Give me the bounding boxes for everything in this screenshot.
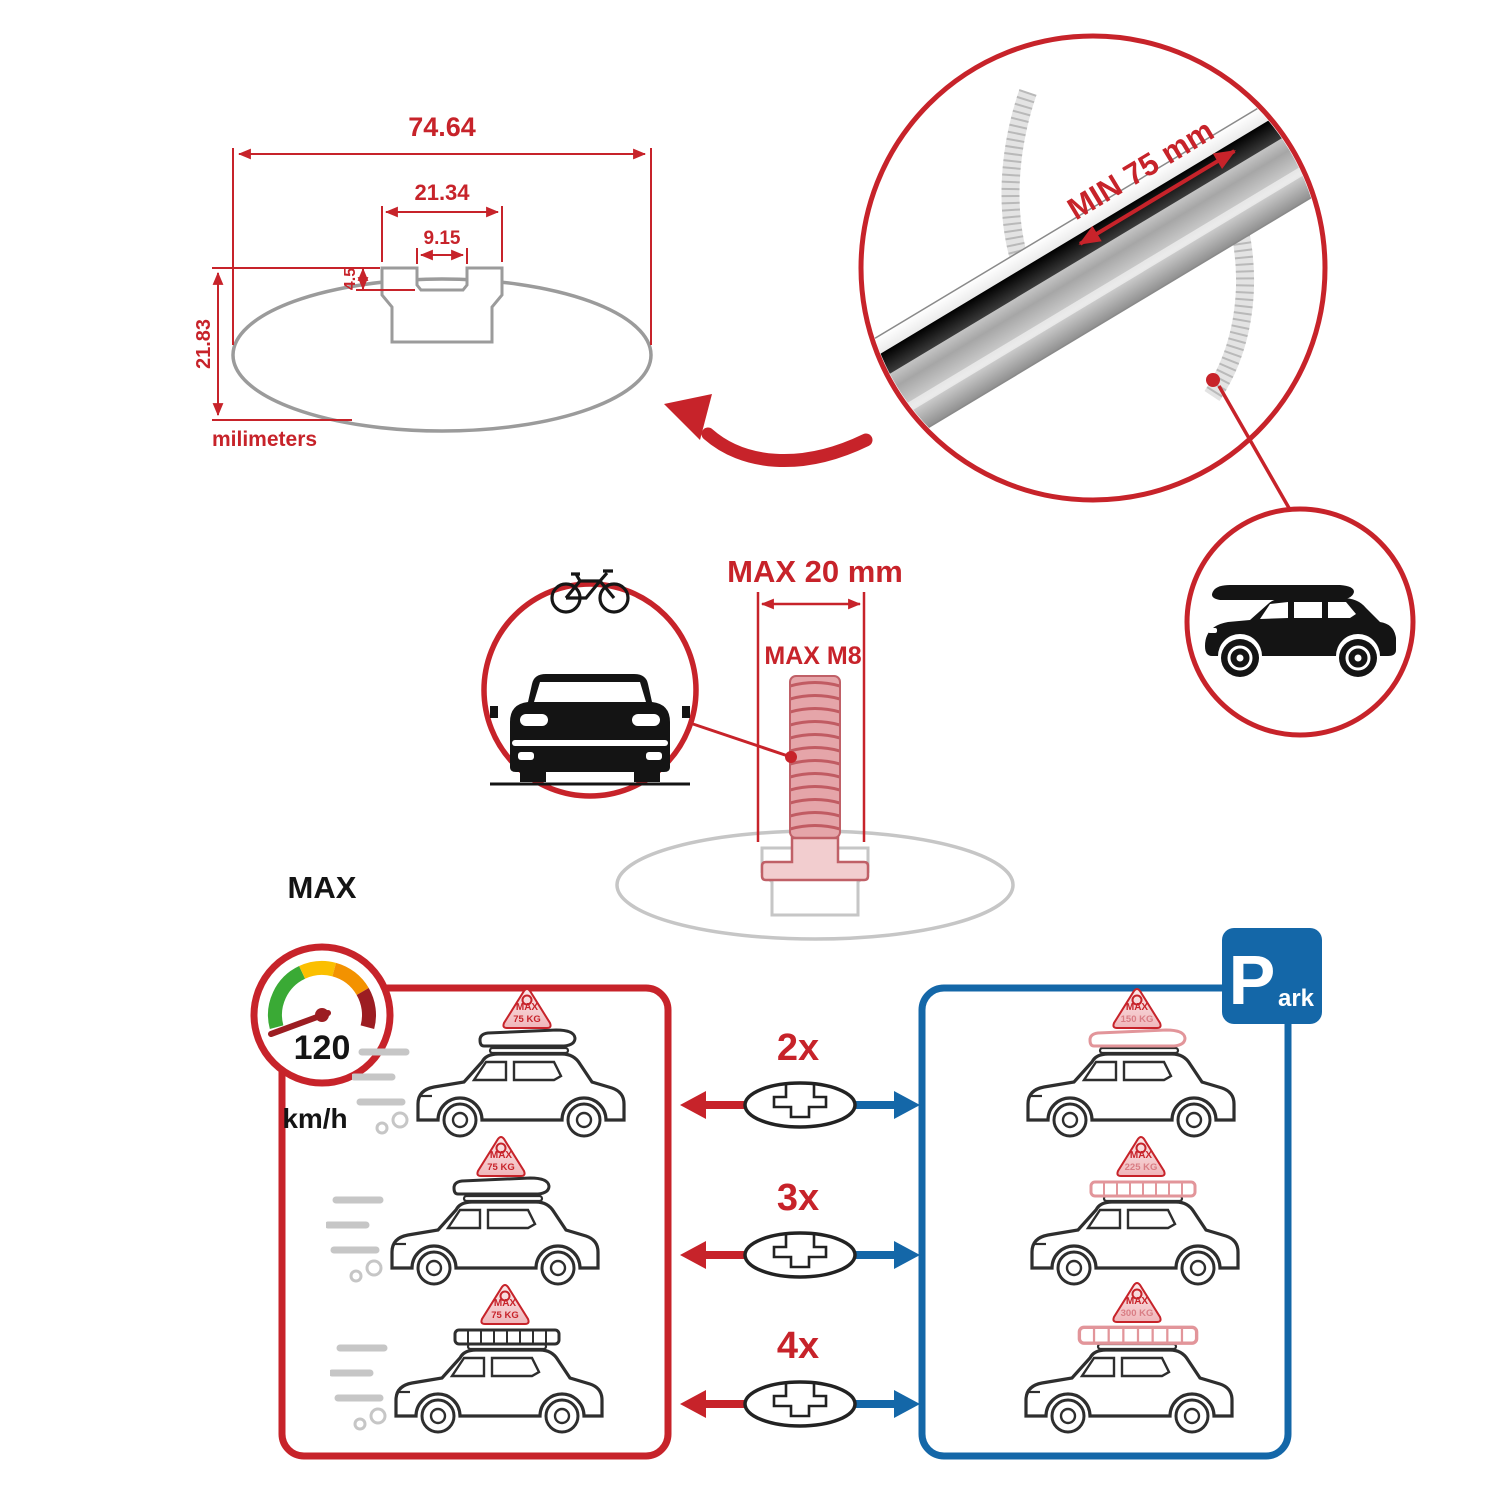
dim-total-height-value: 21.83	[193, 319, 215, 369]
bolt-max-thread-label: MAX M8	[764, 642, 861, 670]
parked-car-3-sign-max: MAX	[1126, 1296, 1149, 1307]
parked-car-3-sign-weight: 300 KG	[1121, 1308, 1154, 1319]
parking-panel-border	[918, 984, 1292, 1460]
t-slot-channel-profile	[380, 266, 504, 344]
crossbar-detail-circle: MIN 75 mm	[765, 33, 1328, 516]
car-front-icon	[490, 674, 690, 786]
speed-limit-gauge: MAX 120 km/h	[250, 870, 394, 1134]
parking-sign-p: P	[1229, 941, 1276, 1019]
crossbar-oval-icon-1	[743, 1081, 857, 1129]
gauge-value: 120	[294, 1029, 351, 1067]
driving-car-3: MAX 75 KG	[332, 1284, 604, 1434]
driving-car-3-sign-weight: 75 KG	[491, 1310, 518, 1321]
gauge-arc-green	[268, 966, 306, 1030]
crossbar-oval-icon-3	[743, 1380, 857, 1428]
profile-ellipse	[231, 277, 653, 433]
units-label: milimeters	[212, 428, 317, 451]
bolt-shank	[789, 675, 841, 839]
parked-car-3: MAX 300 KG	[1024, 1282, 1234, 1434]
parked-car-2: MAX 225 KG	[1030, 1136, 1240, 1286]
suv-roofbox-icon	[1205, 585, 1396, 677]
dim-total-height-extension-lines	[212, 267, 378, 421]
driving-car-2-sign-weight: 75 KG	[487, 1162, 514, 1173]
parked-car-1: MAX 150 KG	[1026, 988, 1236, 1138]
driving-car-1-sign-max: MAX	[516, 1002, 539, 1013]
dim-slot-outer-extension-lines	[381, 206, 503, 262]
parked-car-2-sign-max: MAX	[1130, 1150, 1153, 1161]
driving-car-1-sign-weight: 75 KG	[513, 1014, 540, 1025]
crossbar-oval-icon-2	[743, 1231, 857, 1279]
driving-car-3-sign-max: MAX	[494, 1298, 517, 1309]
quantity-connectors: 2x 3x 4x	[680, 1027, 920, 1428]
dim-total-width-value: 74.64	[408, 112, 476, 142]
dim-slot-inner-value: 9.15	[424, 228, 461, 249]
bolt-max-size-label: MAX 20 mm	[727, 554, 903, 589]
dim-slot-inner-extension-lines	[416, 248, 468, 264]
connector-row-1: 2x	[680, 1027, 920, 1129]
parked-cars: MAX 150 KG MAX 225 KG MAX 300 KG	[1024, 988, 1240, 1434]
bolt-t-head	[760, 836, 870, 882]
leader-line-to-bolt	[689, 721, 792, 759]
parking-sign: P ark	[1222, 928, 1322, 1024]
bolt-anchor-dot	[785, 751, 797, 763]
parking-sign-ark: ark	[1278, 985, 1315, 1012]
connector-row-3: 4x	[680, 1325, 920, 1428]
driving-car-2: MAX 75 KG	[328, 1136, 600, 1286]
pointer-arrow	[664, 394, 873, 468]
quantity-label-1: 2x	[777, 1027, 819, 1069]
parked-car-1-sign-max: MAX	[1126, 1002, 1149, 1013]
connector-row-2: 3x	[680, 1177, 920, 1279]
crossbar-render: MIN 75 mm	[765, 60, 1322, 493]
suv-roofbox-circle	[1184, 506, 1416, 738]
quantity-label-3: 4x	[777, 1325, 819, 1367]
parking-sign-board	[1222, 928, 1322, 1024]
gauge-arc-yellow	[299, 961, 337, 979]
pointer-arrowhead	[664, 394, 712, 440]
gauge-unit: km/h	[282, 1103, 347, 1134]
driving-car-2-sign-max: MAX	[490, 1150, 513, 1161]
driving-panel-border	[278, 984, 672, 1460]
bike-car-circle	[481, 569, 699, 799]
parked-car-2-sign-weight: 225 KG	[1125, 1162, 1158, 1173]
gauge-max-label: MAX	[288, 870, 357, 905]
bolt-diagram: MAX 20 mm MAX M8	[615, 554, 1015, 941]
driving-cars: MAX 75 KG MAX 75 KG MAX 75 KG	[328, 988, 626, 1434]
dim-total-width-extension-lines	[232, 148, 652, 345]
clamp-anchor-dot	[1206, 373, 1220, 387]
bar-end-cap	[765, 375, 867, 493]
min-span-arrow	[1078, 149, 1236, 246]
driving-car-1: MAX 75 KG	[354, 988, 626, 1138]
bike-icon	[550, 569, 630, 614]
dim-slot-depth-value: 4.5	[342, 268, 359, 290]
gauge-arc-red	[356, 987, 376, 1030]
quantity-label-2: 3x	[777, 1177, 819, 1219]
gauge-arc-orange	[332, 962, 369, 996]
roof-box	[1212, 585, 1354, 600]
cross-section-dimension-drawing: 74.64 21.34 9.15 4.5 21.83 milimeters	[193, 112, 653, 451]
leader-line-to-suv	[1217, 385, 1295, 516]
dim-slot-outer-value: 21.34	[414, 180, 470, 205]
parked-car-1-sign-weight: 150 KG	[1121, 1014, 1154, 1025]
detail-circle-ring	[858, 33, 1328, 503]
